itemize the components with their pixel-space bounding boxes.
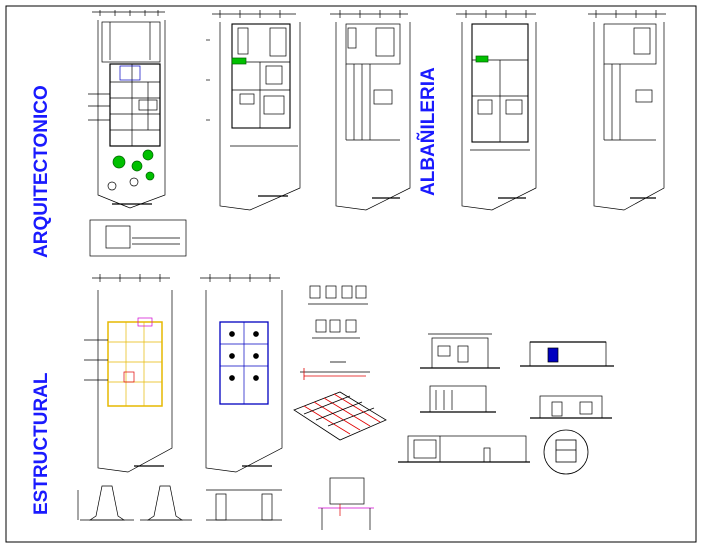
- plan-estructural-slab: [200, 274, 283, 473]
- water-tank-detail: [318, 477, 374, 530]
- section-b: [530, 395, 612, 419]
- label-arquitectonico: ARQUITECTONICO: [31, 85, 52, 258]
- plan-estructural-foundation: [84, 274, 173, 473]
- elevation-side: [520, 341, 614, 367]
- plan-arquitectonico-site: [88, 10, 187, 257]
- beam-section: [300, 361, 370, 380]
- label-estructural: ESTRUCTURAL: [31, 372, 52, 515]
- label-albanileria: ALBAÑILERIA: [417, 67, 439, 196]
- wall-foundation-detail: [206, 489, 282, 521]
- section-a: [420, 385, 496, 413]
- plan-arquitectonico-floor: [206, 10, 301, 211]
- detail-circle: [543, 429, 589, 475]
- plan-albanileria-roof: [588, 10, 666, 211]
- sheet-border: [5, 5, 697, 543]
- footing-detail-2: [140, 485, 192, 521]
- elevation-long: [398, 435, 530, 463]
- plan-albanileria-floor: [456, 10, 537, 211]
- footing-detail-1: [77, 485, 134, 521]
- elevation-front: [420, 333, 500, 369]
- column-details: [308, 285, 368, 339]
- plan-arquitectonico-roof: [330, 10, 411, 211]
- isometric-slab: [293, 391, 387, 441]
